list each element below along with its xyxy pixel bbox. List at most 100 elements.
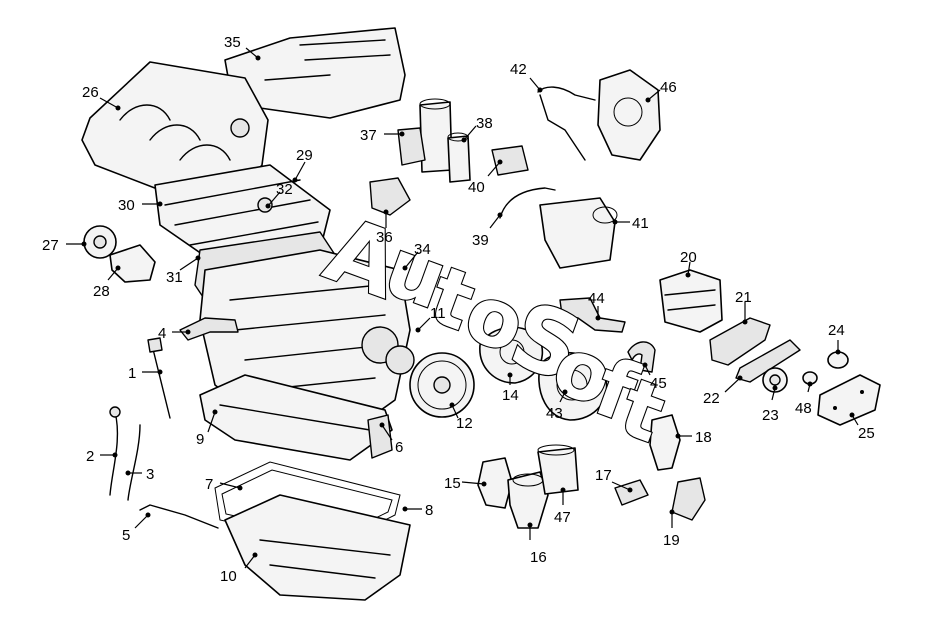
side-cover-part xyxy=(367,414,393,459)
dipstick-tube-part xyxy=(147,337,171,419)
callout-34: 34 xyxy=(402,241,431,271)
svg-text:41: 41 xyxy=(632,215,649,232)
svg-text:46: 46 xyxy=(660,79,677,96)
callout-1: 1 xyxy=(128,365,163,382)
svg-text:39: 39 xyxy=(472,232,489,249)
callout-41: 41 xyxy=(612,215,649,232)
bushing-part xyxy=(802,351,849,385)
svg-text:1: 1 xyxy=(128,365,136,382)
bracket-pipe-part xyxy=(559,297,626,333)
svg-text:8: 8 xyxy=(425,502,433,519)
svg-text:31: 31 xyxy=(166,269,183,286)
callout-45: 45 xyxy=(642,362,667,392)
svg-text:15: 15 xyxy=(444,475,461,492)
breather-hose-part xyxy=(499,187,556,219)
svg-text:38: 38 xyxy=(476,115,493,132)
fuel-filter-part xyxy=(397,98,471,183)
mount-bracket-part xyxy=(671,477,706,521)
svg-text:9: 9 xyxy=(196,431,204,448)
svg-text:18: 18 xyxy=(695,429,712,446)
svg-text:35: 35 xyxy=(224,34,241,51)
svg-text:26: 26 xyxy=(82,84,99,101)
svg-text:12: 12 xyxy=(456,415,473,432)
dipstick-part xyxy=(109,406,141,501)
callout-6: 6 xyxy=(379,422,403,456)
svg-text:17: 17 xyxy=(595,467,612,484)
svg-text:24: 24 xyxy=(828,322,845,339)
svg-text:2: 2 xyxy=(86,448,94,465)
thermostat-housing-part xyxy=(649,414,681,471)
callout-21: 21 xyxy=(735,289,752,325)
autosoft-watermark: A u t o S o f t xyxy=(311,196,677,462)
callout-31: 31 xyxy=(166,255,201,286)
callout-22: 22 xyxy=(703,375,743,407)
intake-manifold-part xyxy=(81,61,269,199)
elbow-hose-part xyxy=(627,341,656,373)
callout-9: 9 xyxy=(196,409,218,448)
callout-12: 12 xyxy=(449,402,473,432)
callout-11: 11 xyxy=(415,305,446,333)
oil-feed-pipe-part xyxy=(537,86,596,161)
callout-42: 42 xyxy=(510,61,543,93)
coolant-pipe-part xyxy=(179,317,239,341)
callout-46: 46 xyxy=(645,79,677,103)
svg-text:16: 16 xyxy=(530,549,547,566)
callout-35: 35 xyxy=(224,34,261,61)
svg-text:22: 22 xyxy=(703,390,720,407)
water-pump-housing-part xyxy=(538,351,608,421)
callout-8: 8 xyxy=(402,502,433,519)
oil-filter-cartridge-part xyxy=(537,444,579,495)
mount-support-part xyxy=(369,177,411,216)
callout-20: 20 xyxy=(680,249,697,278)
svg-text:34: 34 xyxy=(414,241,431,258)
svg-text:10: 10 xyxy=(220,568,237,585)
svg-text:4: 4 xyxy=(158,325,166,342)
callout-16: 16 xyxy=(527,522,547,566)
sensor-block-part xyxy=(491,145,529,176)
callout-19: 19 xyxy=(663,509,680,549)
callout-36: 36 xyxy=(376,209,393,246)
svg-text:5: 5 xyxy=(122,527,130,544)
callout-18: 18 xyxy=(675,429,712,446)
callout-38: 38 xyxy=(461,115,493,143)
svg-text:23: 23 xyxy=(762,407,779,424)
svg-text:48: 48 xyxy=(795,400,812,417)
svg-text:7: 7 xyxy=(205,476,213,493)
svg-text:44: 44 xyxy=(588,290,605,307)
oil-return-pipe-part xyxy=(139,504,219,529)
svg-text:25: 25 xyxy=(858,425,875,442)
callout-23: 23 xyxy=(762,385,779,424)
svg-text:14: 14 xyxy=(502,387,519,404)
callout-3: 3 xyxy=(125,466,154,483)
flywheel-part xyxy=(409,352,475,418)
callout-17: 17 xyxy=(595,467,633,493)
engine-mount-part xyxy=(477,457,513,509)
callout-40: 40 xyxy=(468,159,503,196)
timing-cover-plate-part xyxy=(817,374,881,426)
callout-4: 4 xyxy=(158,325,191,342)
callout-43: 43 xyxy=(546,389,568,422)
callout-29: 29 xyxy=(292,147,313,183)
callout-44: 44 xyxy=(588,290,605,321)
svg-text:27: 27 xyxy=(42,237,59,254)
callout-26: 26 xyxy=(82,84,121,111)
svg-text:19: 19 xyxy=(663,532,680,549)
callout-27: 27 xyxy=(42,237,87,254)
svg-text:11: 11 xyxy=(430,305,446,322)
callout-37: 37 xyxy=(360,127,405,144)
pulley-part xyxy=(762,367,788,393)
injection-pump-part xyxy=(659,269,723,333)
callout-30: 30 xyxy=(118,197,163,214)
svg-text:21: 21 xyxy=(735,289,752,306)
callout-47: 47 xyxy=(554,487,571,526)
callout-5: 5 xyxy=(122,512,151,544)
oil-sump-part xyxy=(224,494,411,601)
callout-10: 10 xyxy=(220,552,258,585)
svg-text:32: 32 xyxy=(276,181,293,198)
svg-text:36: 36 xyxy=(376,229,393,246)
svg-text:29: 29 xyxy=(296,147,313,164)
callout-48: 48 xyxy=(795,381,813,417)
svg-text:43: 43 xyxy=(546,405,563,422)
egr-housing-part xyxy=(539,197,618,269)
